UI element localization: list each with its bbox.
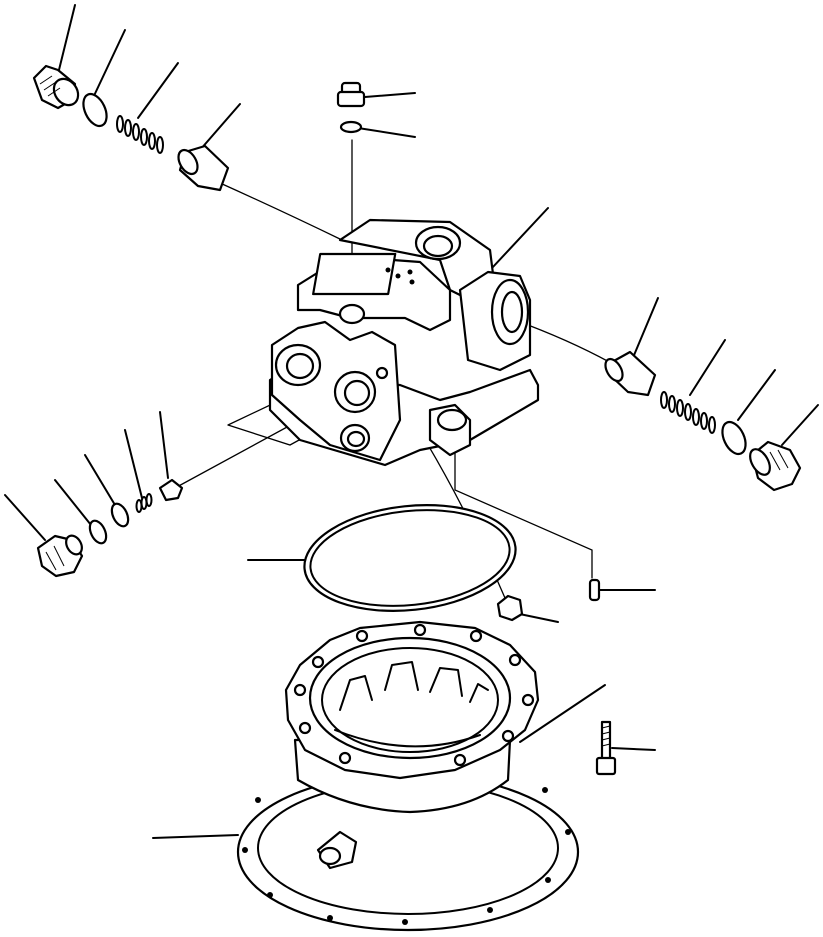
spool-top-left <box>177 144 230 192</box>
large-o-ring <box>303 504 517 612</box>
o-ring-left-2 <box>110 502 130 528</box>
o-ring-top-center <box>339 120 363 134</box>
plug-top-center <box>336 81 366 108</box>
o-ring-right <box>721 420 747 456</box>
valve-body <box>268 218 540 467</box>
motor-housing <box>236 620 580 932</box>
plug-left <box>36 534 84 578</box>
plug-right <box>749 440 802 492</box>
poppet-left <box>158 478 184 502</box>
o-ring-left-1 <box>88 519 108 545</box>
leader-lines <box>4 4 819 839</box>
spring-top-left <box>116 115 164 154</box>
pin <box>588 578 601 602</box>
plug-top-left <box>32 64 80 110</box>
spring-left <box>135 493 153 513</box>
small-plug <box>496 594 524 622</box>
bolt <box>595 720 617 776</box>
spring-right <box>660 391 716 434</box>
o-ring-top-left <box>82 92 108 128</box>
spool-right <box>604 350 657 397</box>
